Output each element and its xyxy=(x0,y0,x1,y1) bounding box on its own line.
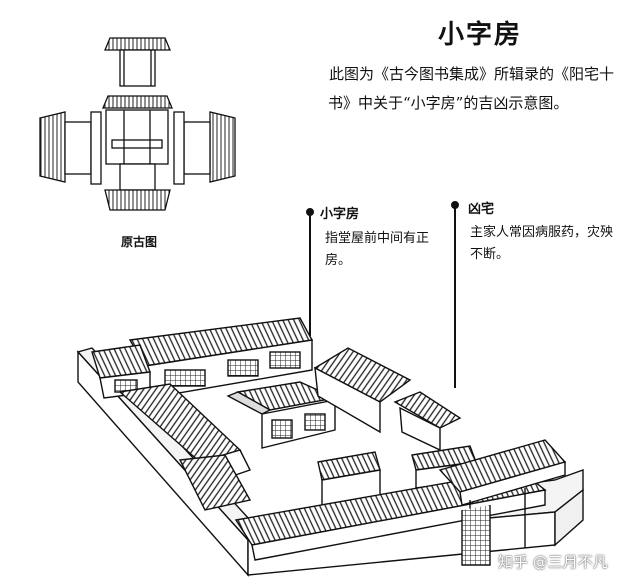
original-diagram xyxy=(39,37,236,211)
label-small-house-title: 小字房 xyxy=(320,207,360,222)
leader-lines xyxy=(306,201,459,388)
description-text: 此图为《古今图书集成》所辑录的《阳宅十书》中关于“小字房”的吉凶示意图。 xyxy=(328,65,615,112)
label-ill-omen-title: 凶宅 xyxy=(468,202,495,217)
label-ill-omen-body: 主家人常因病服药，灾殃不断。 xyxy=(470,225,614,262)
watermark: 知乎 @三月不凡 xyxy=(498,553,608,571)
compound-illustration xyxy=(76,317,584,577)
original-diagram-caption: 原古图 xyxy=(121,235,158,249)
page-title: 小字房 xyxy=(438,20,523,50)
label-small-house-body: 指堂屋前中间有正房。 xyxy=(325,231,430,268)
